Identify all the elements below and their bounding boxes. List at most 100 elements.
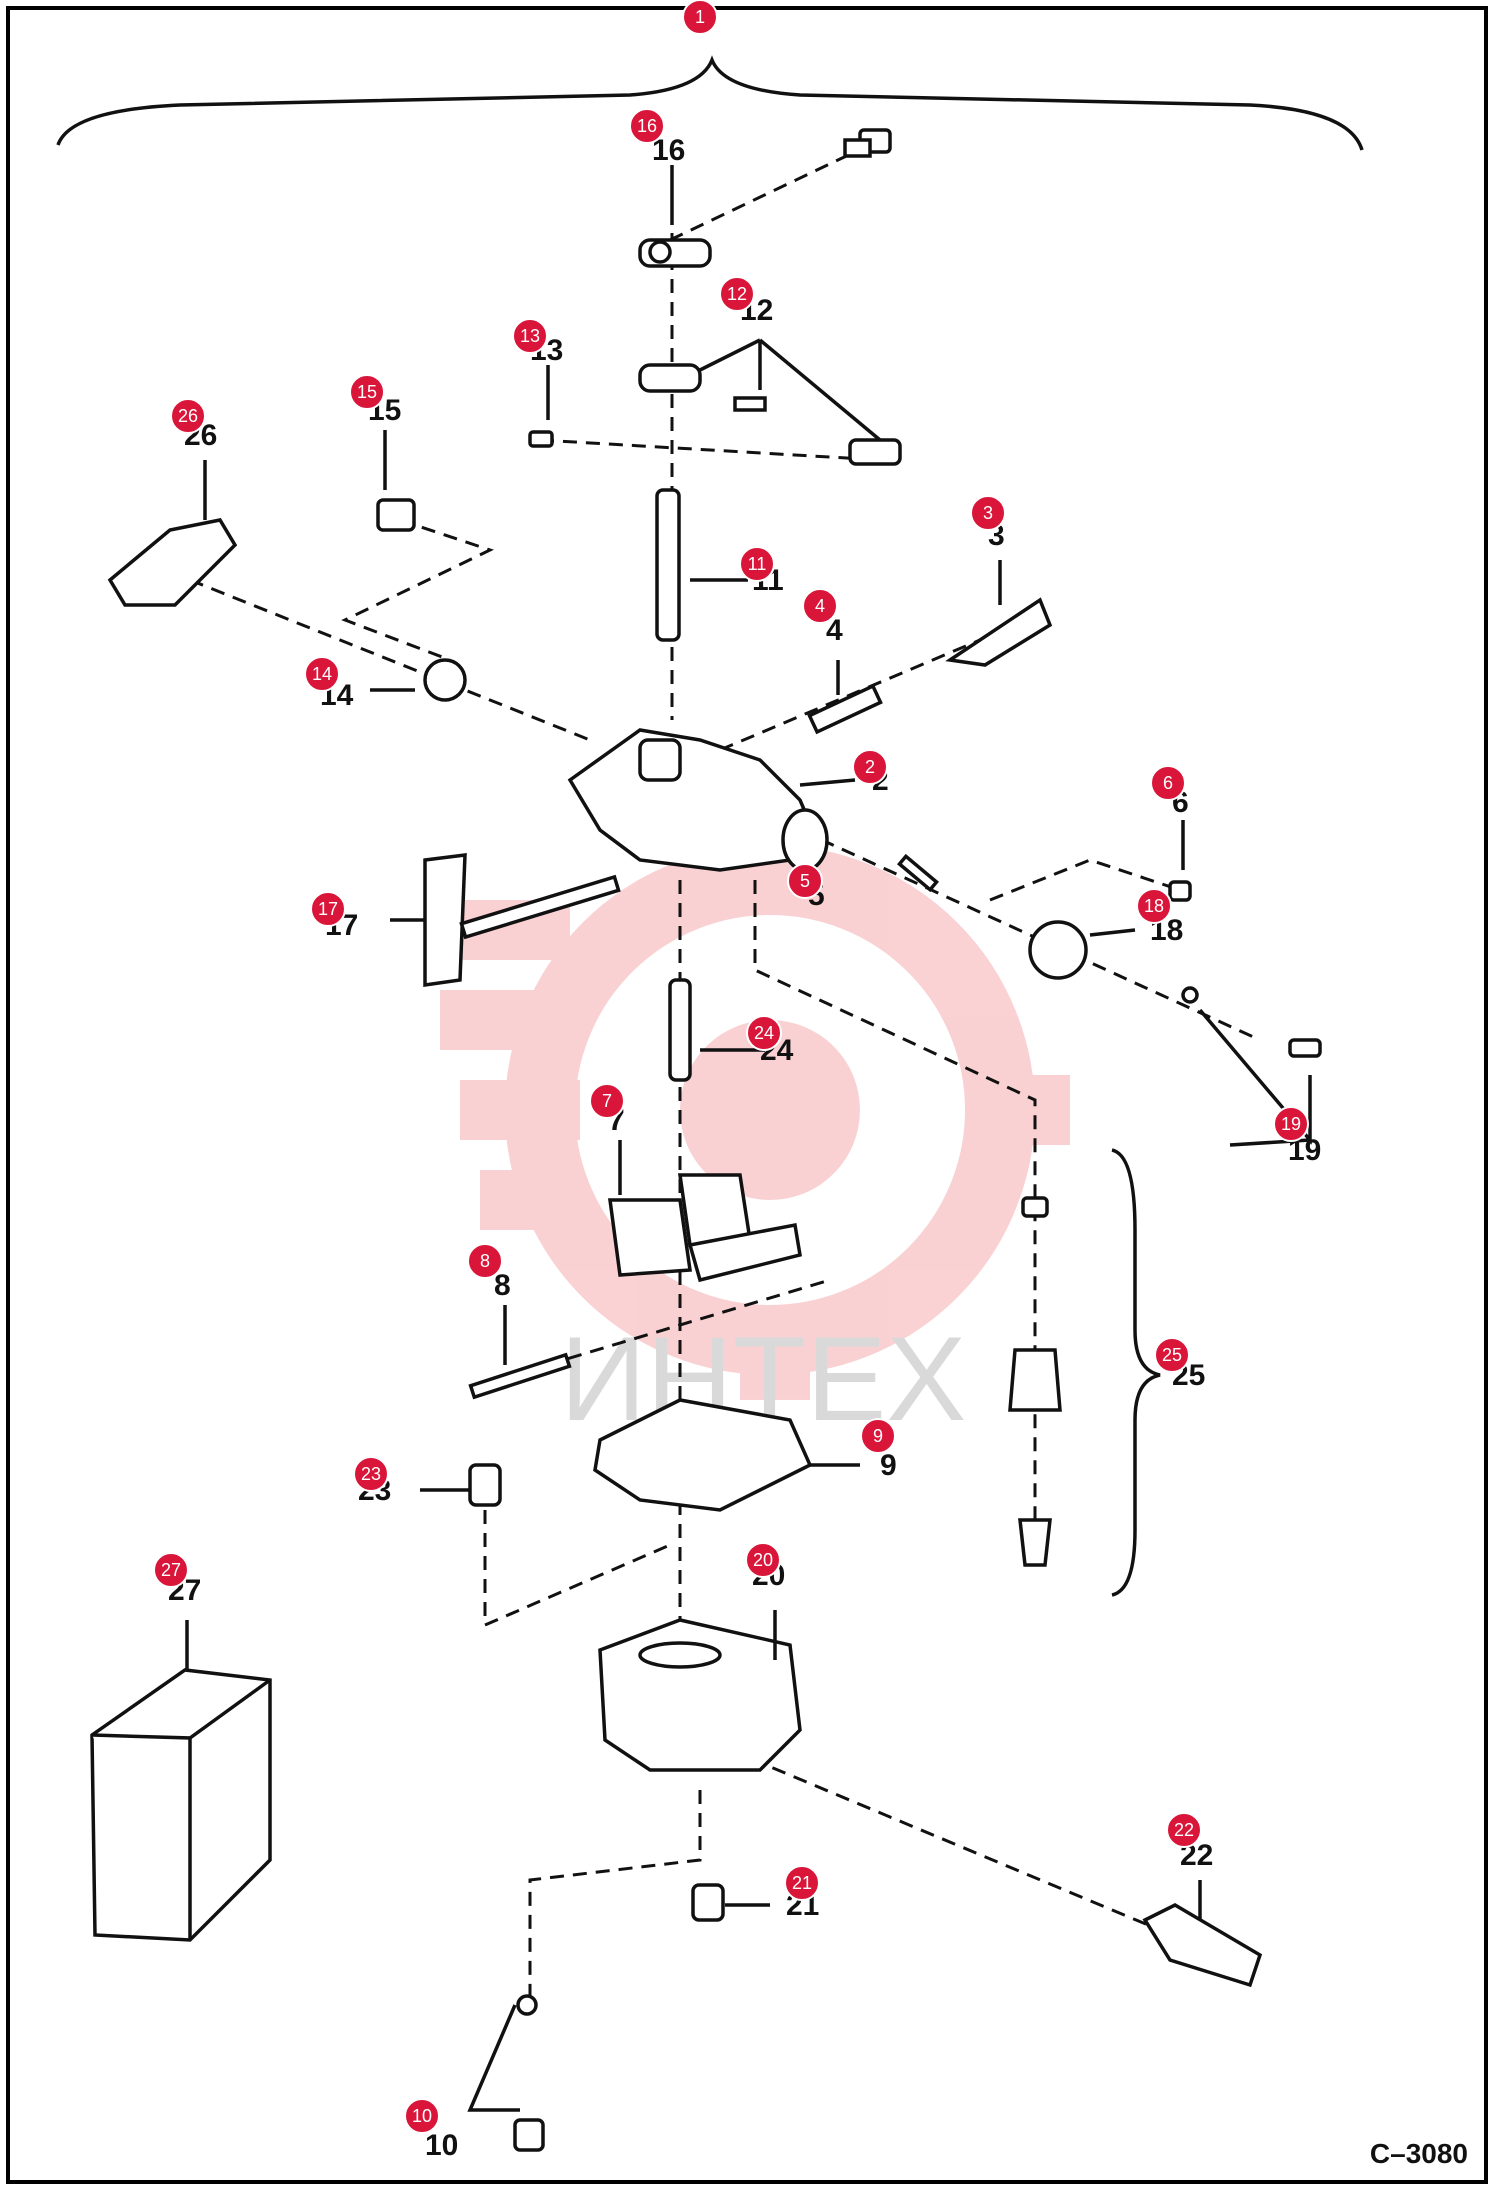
screw-15 xyxy=(376,498,416,532)
float-bowl-20 xyxy=(598,1618,802,1772)
axis-15 xyxy=(341,518,494,662)
needle-24 xyxy=(668,978,692,1082)
svg-text:13: 13 xyxy=(520,326,540,346)
badge-8[interactable]: 8 xyxy=(467,1243,503,1279)
svg-text:5: 5 xyxy=(800,871,810,891)
svg-text:14: 14 xyxy=(312,664,332,684)
throttle-lever-12 xyxy=(638,238,712,268)
screw-12 xyxy=(848,438,902,466)
badge-16[interactable]: 16 xyxy=(629,108,665,144)
screw-19 xyxy=(1288,1038,1322,1058)
svg-text:8: 8 xyxy=(480,1251,490,1271)
svg-text:16: 16 xyxy=(637,116,657,136)
badge-22[interactable]: 22 xyxy=(1166,1812,1202,1848)
pin-13 xyxy=(528,430,554,448)
svg-text:2: 2 xyxy=(865,757,875,777)
throttle-arm-12 xyxy=(638,363,702,393)
badge-24[interactable]: 24 xyxy=(746,1015,782,1051)
svg-text:20: 20 xyxy=(753,1550,773,1570)
badge-27[interactable]: 27 xyxy=(153,1552,189,1588)
badge-26[interactable]: 26 xyxy=(170,398,206,434)
svg-text:6: 6 xyxy=(1163,773,1173,793)
washer-10 xyxy=(516,1994,538,2016)
badge-25[interactable]: 25 xyxy=(1154,1337,1190,1373)
plate-18 xyxy=(1028,920,1088,980)
screw-23 xyxy=(468,1463,502,1507)
svg-text:10: 10 xyxy=(412,2106,432,2126)
badge-6[interactable]: 6 xyxy=(1150,765,1186,801)
axis-23 xyxy=(483,1510,671,1628)
spring-12 xyxy=(733,396,767,412)
svg-text:24: 24 xyxy=(754,1023,774,1043)
spring-4 xyxy=(807,683,883,735)
carburetor-body-2 xyxy=(567,728,829,872)
bolt-16 xyxy=(843,128,892,158)
svg-text:12: 12 xyxy=(727,284,747,304)
badge-18[interactable]: 18 xyxy=(1136,888,1172,924)
plate-14 xyxy=(423,658,467,702)
axis-25 xyxy=(753,880,1037,1560)
badge-1[interactable]: 1 xyxy=(682,0,718,35)
badge-11[interactable]: 11 xyxy=(739,546,775,582)
gasket-26 xyxy=(107,518,238,607)
shaft-11 xyxy=(655,488,681,642)
badge-20[interactable]: 20 xyxy=(745,1542,781,1578)
gasket-9 xyxy=(593,1398,813,1512)
pin-5 xyxy=(896,853,940,893)
badge-10[interactable]: 10 xyxy=(404,2098,440,2134)
brace-25 xyxy=(1111,1148,1161,1597)
svg-text:7: 7 xyxy=(602,1091,612,1111)
axis-12-13 xyxy=(539,438,881,462)
svg-text:4: 4 xyxy=(815,596,825,616)
badge-4[interactable]: 4 xyxy=(802,588,838,624)
svg-text:17: 17 xyxy=(318,899,338,919)
screw-6 xyxy=(1168,880,1192,902)
badge-14[interactable]: 14 xyxy=(304,656,340,692)
svg-text:19: 19 xyxy=(1281,1114,1301,1134)
screw-10 xyxy=(513,2118,545,2152)
badge-12[interactable]: 12 xyxy=(719,276,755,312)
badge-5[interactable]: 5 xyxy=(787,863,823,899)
svg-text:26: 26 xyxy=(178,406,198,426)
label-8: 8 xyxy=(494,1269,511,1302)
svg-text:27: 27 xyxy=(161,1560,181,1580)
badge-2[interactable]: 2 xyxy=(852,749,888,785)
axis-8 xyxy=(479,1278,831,1387)
label-10: 10 xyxy=(425,2129,458,2162)
needle-3 xyxy=(945,597,1053,667)
gasket-kit-27 xyxy=(90,1668,272,1942)
drawing-code: C–3080 xyxy=(1369,2138,1468,2169)
washer-19 xyxy=(1181,986,1199,1004)
badge-3[interactable]: 3 xyxy=(970,495,1006,531)
axis-bottom xyxy=(528,1790,702,2000)
label-4: 4 xyxy=(826,614,843,647)
badge-19[interactable]: 19 xyxy=(1273,1106,1309,1142)
svg-text:25: 25 xyxy=(1162,1345,1182,1365)
svg-text:11: 11 xyxy=(748,554,767,574)
badge-7[interactable]: 7 xyxy=(589,1083,625,1119)
choke-shaft-17 xyxy=(423,853,621,988)
watermark-logo xyxy=(440,820,1070,1400)
float-7 xyxy=(608,1173,802,1283)
axis-6 xyxy=(989,858,1181,902)
label-9: 9 xyxy=(880,1449,897,1482)
badge-15[interactable]: 15 xyxy=(349,374,385,410)
axis-26-14 xyxy=(189,578,591,742)
plug-21 xyxy=(691,1883,725,1922)
svg-text:23: 23 xyxy=(361,1464,381,1484)
badge-9[interactable]: 9 xyxy=(860,1418,896,1454)
axis-22 xyxy=(729,1748,1161,1932)
badge-21[interactable]: 21 xyxy=(784,1865,820,1901)
badge-23[interactable]: 23 xyxy=(353,1456,389,1492)
top-brace xyxy=(56,55,1364,151)
badge-13[interactable]: 13 xyxy=(512,318,548,354)
svg-text:9: 9 xyxy=(873,1426,883,1446)
screw-22 xyxy=(1142,1903,1263,1988)
seat-25 xyxy=(1008,1348,1062,1412)
svg-text:15: 15 xyxy=(357,382,377,402)
badge-17[interactable]: 17 xyxy=(310,891,346,927)
pin-8 xyxy=(468,1352,572,1400)
drawing-frame xyxy=(6,6,1488,2184)
svg-text:18: 18 xyxy=(1144,896,1164,916)
